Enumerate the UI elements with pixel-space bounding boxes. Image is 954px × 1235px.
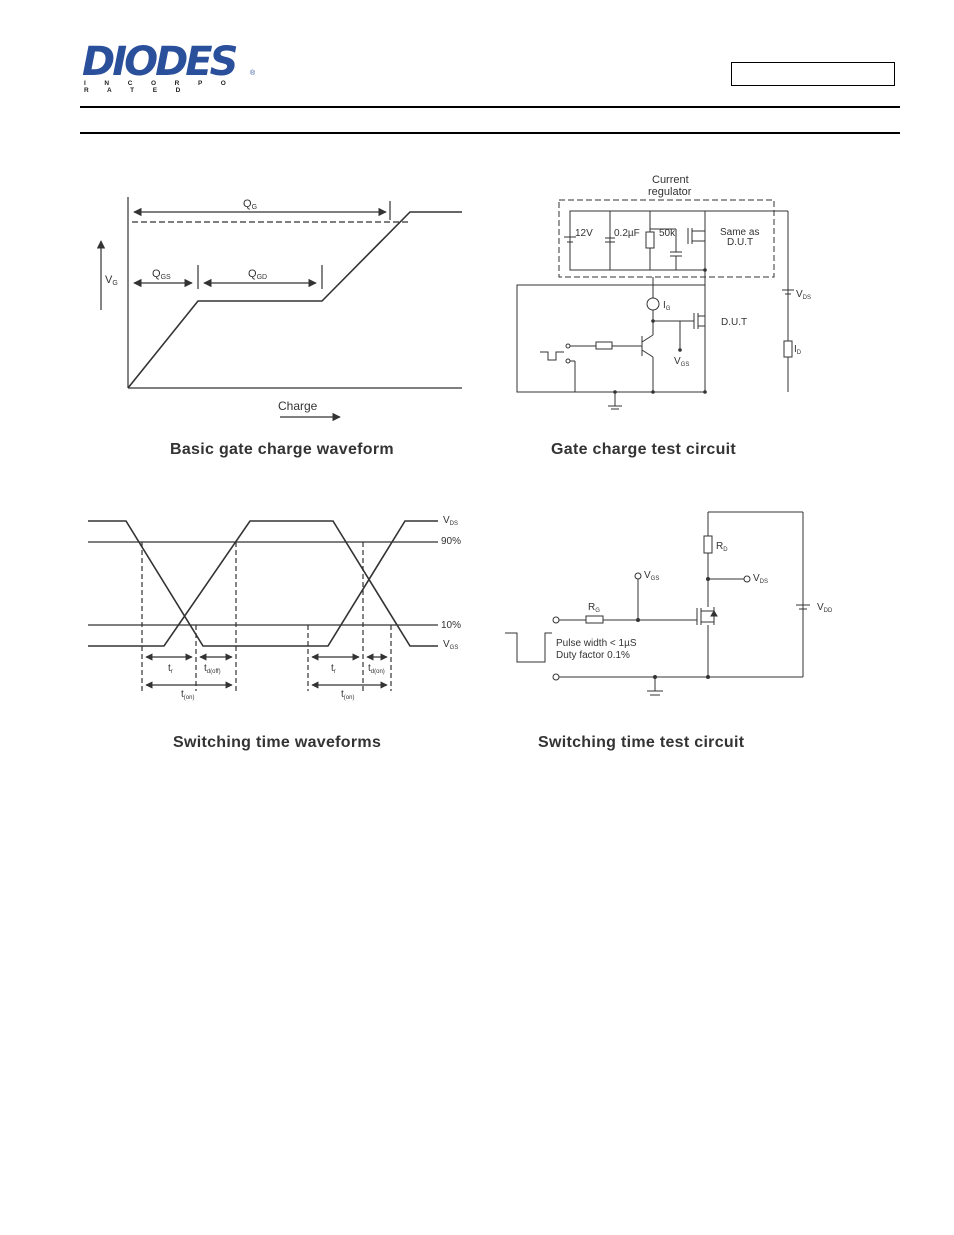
vgs-label: VGS: [674, 356, 689, 368]
level-90-label: 90%: [441, 536, 461, 547]
regulator-label-line1: Current: [652, 174, 689, 186]
rd-label: RD: [716, 541, 728, 553]
capacitor-label: 0.2µF: [614, 228, 640, 239]
same-as-dut-label: D.U.T: [727, 237, 753, 248]
header-rule-top: [80, 106, 900, 108]
rd-resistor: [703, 535, 713, 554]
logo-subtitle: I N C O R P O R A T E D: [84, 80, 235, 94]
regulator-inner: [569, 210, 706, 271]
switching-time-waveforms: VDS 90% 10% VGS tr td(off) t(on) tr td(o…: [88, 515, 461, 701]
registered-mark: ®: [250, 70, 256, 77]
tr-label-1: tr: [168, 663, 173, 675]
vds-label: VDS: [443, 515, 458, 527]
diodes-logo: DIODES I N C O R P O R A T E D ®: [82, 39, 257, 94]
vg-label: VG: [105, 274, 118, 287]
level-10-label: 10%: [441, 620, 461, 631]
gate-charge-test-circuit: Current regulator 12V 0.2µF 50k Same as …: [516, 174, 811, 410]
regulator-box: [558, 199, 775, 278]
tr-label-2: tr: [331, 663, 336, 675]
caption-gate-charge-waveform: Basic gate charge waveform: [170, 441, 394, 458]
ig-label: IG: [663, 300, 671, 312]
vgs-label: VGS: [644, 570, 659, 582]
ton-label-1: t(on): [181, 689, 194, 701]
charge-label: Charge: [278, 399, 318, 413]
vds-label: VDS: [753, 573, 768, 585]
same-as-label: Same as: [720, 227, 759, 238]
dut-label: D.U.T: [721, 317, 747, 328]
gate-drive-box: [516, 284, 706, 393]
vds-label: VDS: [796, 289, 811, 301]
header-rule-bottom: [80, 132, 900, 134]
caption-switching-circuit: Switching time test circuit: [538, 734, 745, 751]
vdd-label: VDD: [817, 602, 833, 614]
part-number-box: [731, 62, 895, 86]
vds-waveform: [88, 520, 438, 647]
regulator-label-line2: regulator: [648, 186, 692, 198]
caption-gate-charge-circuit: Gate charge test circuit: [551, 441, 737, 458]
tdon-label: td(on): [368, 663, 385, 675]
switching-time-test-circuit: RD VGS VDS RG VDD Pulse width < 1µS Duty…: [505, 511, 833, 696]
resistor-50k-label: 50k: [659, 228, 676, 239]
pulse-width-label: Pulse width < 1µS: [556, 638, 637, 649]
logo-wordmark: DIODES: [82, 39, 238, 85]
vgs-waveform: [88, 520, 438, 647]
rg-label: RG: [588, 602, 600, 614]
id-label: ID: [794, 344, 802, 356]
qgs-label: QGS: [152, 268, 171, 281]
qgd-label: QGD: [248, 268, 267, 281]
rg-resistor: [585, 615, 604, 624]
vg-waveform: [127, 211, 462, 389]
gate-charge-waveform: QG QGS QGD VG Charge: [96, 197, 462, 422]
battery-12v-label: 12V: [575, 228, 593, 239]
qg-label: QG: [243, 198, 257, 211]
ton-label-2: t(on): [341, 689, 354, 701]
tdoff-label: td(off): [204, 663, 221, 675]
vgs-label: VGS: [443, 639, 458, 651]
caption-switching-waveforms: Switching time waveforms: [173, 734, 382, 751]
duty-factor-label: Duty factor 0.1%: [556, 650, 630, 661]
